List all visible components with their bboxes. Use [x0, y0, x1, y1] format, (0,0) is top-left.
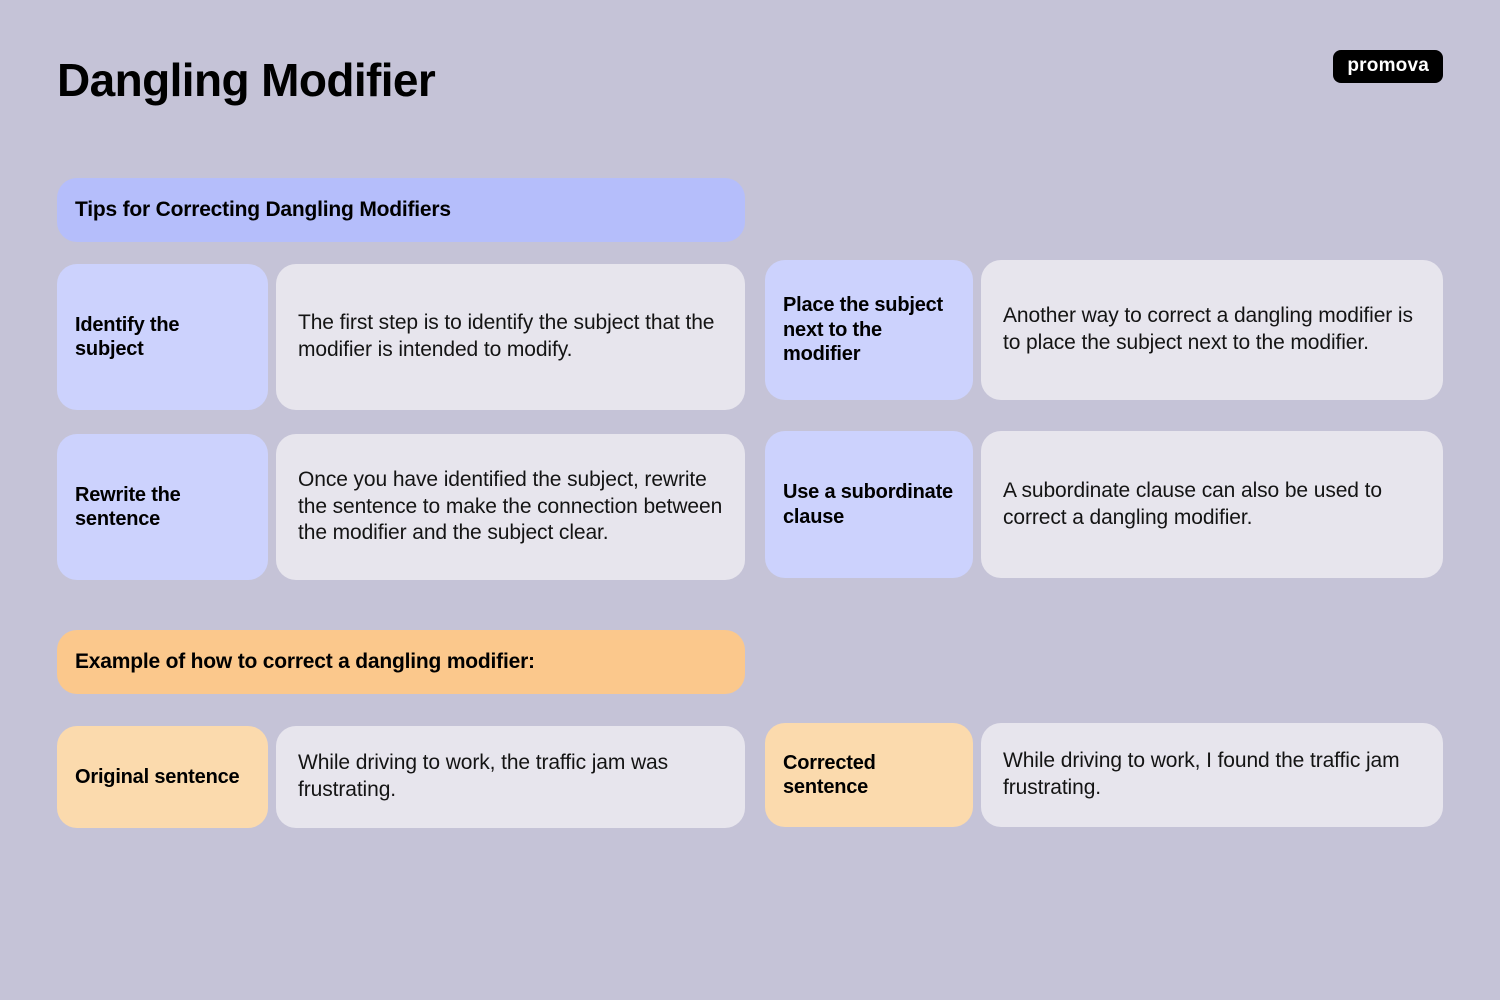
tip-row-rewrite-the-sentence: Rewrite the sentence Once you have ident… — [57, 434, 745, 580]
tips-section-banner: Tips for Correcting Dangling Modifiers — [57, 178, 745, 242]
example-row-original-sentence: Original sentence While driving to work,… — [57, 726, 745, 828]
example-banner-label: Example of how to correct a dangling mod… — [75, 650, 535, 673]
example-label-corrected-sentence: Corrected sentence — [765, 723, 973, 827]
example-text-corrected-sentence: While driving to work, I found the traff… — [981, 723, 1443, 827]
tip-label-use-a-subordinate-clause: Use a subordinate clause — [765, 431, 973, 578]
example-row-corrected-sentence: Corrected sentence While driving to work… — [765, 723, 1443, 827]
tip-label-place-the-subject-next-to-the-modifier: Place the subject next to the modifier — [765, 260, 973, 400]
example-text-original-sentence: While driving to work, the traffic jam w… — [276, 726, 745, 828]
tip-label-identify-the-subject: Identify the subject — [57, 264, 268, 410]
tip-row-identify-the-subject: Identify the subject The first step is t… — [57, 264, 745, 410]
tip-row-use-a-subordinate-clause: Use a subordinate clause A subordinate c… — [765, 431, 1443, 578]
example-section-banner: Example of how to correct a dangling mod… — [57, 630, 745, 694]
tip-description-rewrite-the-sentence: Once you have identified the subject, re… — [276, 434, 745, 580]
tip-label-rewrite-the-sentence: Rewrite the sentence — [57, 434, 268, 580]
tip-row-place-the-subject-next-to-the-modifier: Place the subject next to the modifier A… — [765, 260, 1443, 400]
page-title: Dangling Modifier — [57, 54, 436, 106]
tip-description-use-a-subordinate-clause: A subordinate clause can also be used to… — [981, 431, 1443, 578]
example-label-original-sentence: Original sentence — [57, 726, 268, 828]
tip-description-place-the-subject-next-to-the-modifier: Another way to correct a dangling modifi… — [981, 260, 1443, 400]
tips-banner-label: Tips for Correcting Dangling Modifiers — [75, 198, 451, 221]
promova-logo: promova — [1333, 50, 1443, 83]
tip-description-identify-the-subject: The first step is to identify the subjec… — [276, 264, 745, 410]
